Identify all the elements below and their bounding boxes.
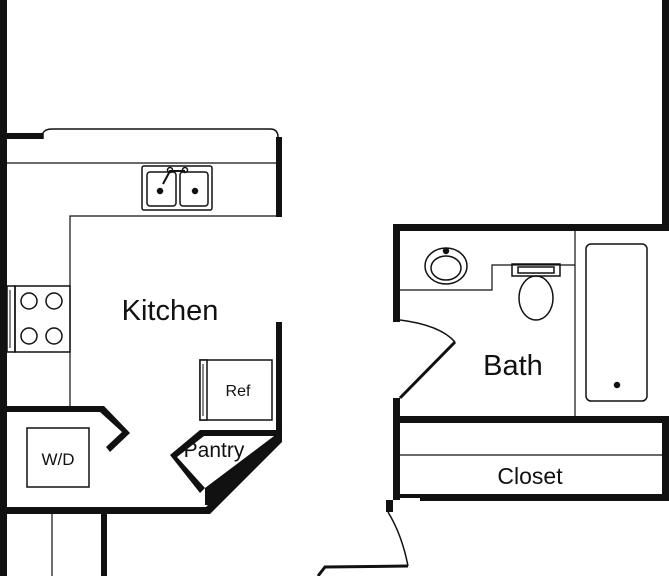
kitchen-right-wall-upper	[276, 137, 282, 217]
entry-door-swing	[316, 500, 409, 576]
kitchen-top-wall-left	[7, 133, 43, 139]
bath-door-swing	[398, 319, 457, 400]
refrigerator-label: Ref	[226, 383, 251, 400]
refrigerator-icon	[199, 359, 273, 421]
lower-hall-walls	[51, 514, 107, 576]
washer-dryer-icon	[26, 427, 90, 488]
right-exterior-wall	[662, 0, 669, 226]
pantry-walls	[7, 406, 282, 514]
pantry-label: Pantry	[184, 439, 245, 462]
kitchen-area	[7, 128, 282, 430]
bath-label: Bath	[483, 350, 543, 382]
left-exterior-wall	[0, 0, 7, 576]
closet-label: Closet	[497, 463, 563, 489]
washer-dryer-label: W/D	[41, 450, 74, 469]
kitchen-sink-icon	[141, 165, 213, 211]
kitchen-counter-top-outline	[42, 128, 279, 216]
kitchen-right-wall-lower	[276, 322, 282, 430]
kitchen-label: Kitchen	[122, 295, 219, 327]
closet-area	[400, 423, 669, 501]
bath-walls	[393, 224, 669, 500]
bathroom-sink-icon	[424, 247, 468, 285]
bathtub-icon	[574, 231, 648, 416]
toilet-icon	[511, 263, 561, 321]
stove-icon	[6, 285, 71, 353]
closet-bottom-wall	[400, 494, 662, 501]
vanity-outline	[400, 264, 575, 291]
closet-right-wall	[662, 423, 669, 501]
